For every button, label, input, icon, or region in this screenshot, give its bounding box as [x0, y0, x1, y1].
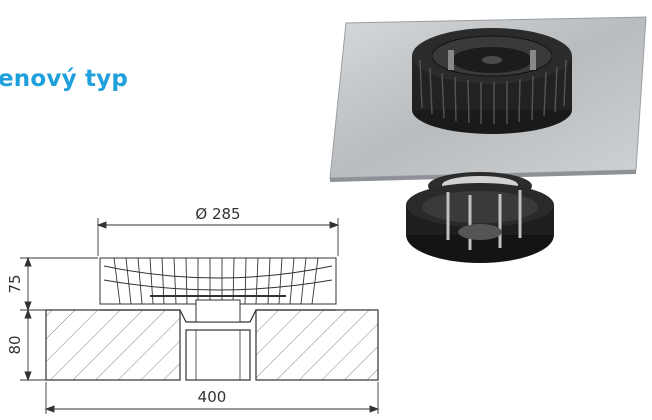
- page-title: enový typ: [0, 66, 129, 92]
- height-lower-label: 80: [6, 335, 24, 354]
- section-drawing: [20, 218, 380, 414]
- diameter-label: Ø 285: [195, 205, 240, 223]
- height-upper-label: 75: [6, 274, 24, 293]
- grate-outline: [99, 257, 337, 323]
- fan-wheel: [412, 28, 572, 134]
- dimension-height: [20, 256, 98, 382]
- dimension-width: [44, 382, 380, 414]
- dimension-diameter: [96, 218, 340, 256]
- drain-body: [406, 172, 554, 263]
- slab-right: [255, 309, 379, 381]
- width-label: 400: [198, 388, 227, 406]
- slab-left: [45, 309, 181, 381]
- product-render: [329, 16, 647, 263]
- outlet-pipe: [185, 329, 251, 381]
